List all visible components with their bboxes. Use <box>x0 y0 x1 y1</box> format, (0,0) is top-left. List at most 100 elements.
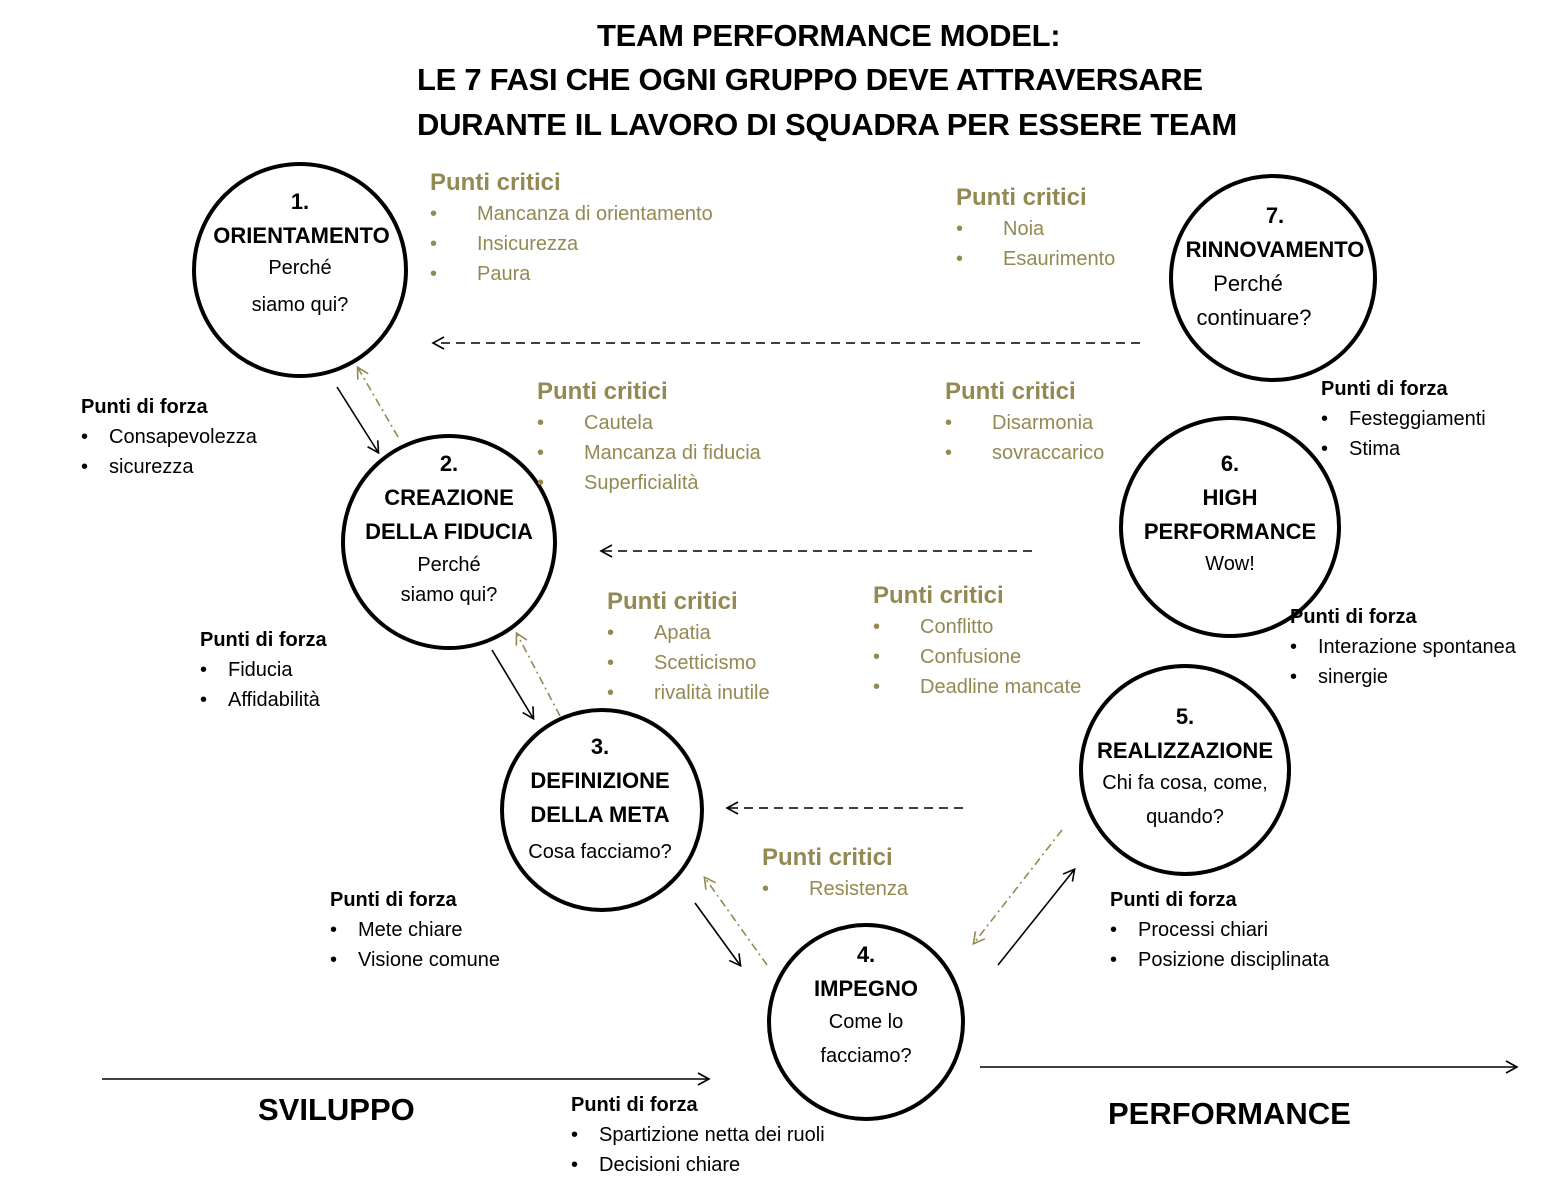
list-item: Posizione disciplinata <box>1110 945 1329 975</box>
list-item: sinergie <box>1290 662 1516 692</box>
performance-label: PERFORMANCE <box>1108 1096 1351 1131</box>
list-item: Confusione <box>873 642 1081 672</box>
list-item: Esaurimento <box>956 244 1115 274</box>
stage-5-circle <box>1079 664 1291 876</box>
return-arrow-2-to-1 <box>356 365 399 438</box>
stage-number: 1. <box>290 189 310 214</box>
critici-list: Resistenza <box>762 874 908 904</box>
stage-name: RINNOVAMENTO <box>1185 237 1365 262</box>
critici-stage-6: Punti critici Disarmonia sovraccarico <box>945 376 1104 468</box>
critici-heading: Punti critici <box>430 169 561 196</box>
arrow-3-to-4 <box>694 902 742 968</box>
arrow-2-to-3 <box>491 649 535 721</box>
forza-list: Spartizione netta dei ruoli Decisioni ch… <box>571 1120 825 1180</box>
critici-stage-5: Punti critici Conflitto Confusione Deadl… <box>873 580 1081 702</box>
stage-3-circle <box>500 708 704 912</box>
list-item: sicurezza <box>81 452 257 482</box>
forza-heading: Punti di forza <box>1321 378 1448 400</box>
forza-list: Consapevolezza sicurezza <box>81 422 257 482</box>
critici-list: Mancanza di orientamento Insicurezza Pau… <box>430 199 713 289</box>
critici-stage-7: Punti critici Noia Esaurimento <box>956 182 1115 274</box>
critici-list: Noia Esaurimento <box>956 214 1115 274</box>
return-arrow-3-to-2 <box>515 631 561 717</box>
stage-question: siamo qui? <box>400 584 498 606</box>
stage-name: PERFORMANCE <box>1143 519 1317 544</box>
list-item: Stima <box>1321 434 1486 464</box>
forza-stage-1: Punti di forza Consapevolezza sicurezza <box>81 392 257 482</box>
list-item: rivalità inutile <box>607 678 770 708</box>
stage-name: REALIZZAZIONE <box>1097 738 1273 763</box>
critici-heading: Punti critici <box>537 378 668 405</box>
list-item: Paura <box>430 259 713 289</box>
stage-name: CREAZIONE <box>384 485 514 510</box>
list-item: Consapevolezza <box>81 422 257 452</box>
list-item: Cautela <box>537 408 761 438</box>
list-item: Mancanza di fiducia <box>537 438 761 468</box>
critici-list: Apatia Scetticismo rivalità inutile <box>607 618 770 708</box>
list-item: Processi chiari <box>1110 915 1329 945</box>
stage-3-label: 3. DEFINIZIONE DELLA META Cosa facciamo? <box>500 730 700 872</box>
list-item: Scetticismo <box>607 648 770 678</box>
forza-heading: Punti di forza <box>1110 889 1237 911</box>
forza-stage-2: Punti di forza Fiducia Affidabilità <box>200 625 327 715</box>
forza-stage-4: Punti di forza Spartizione netta dei ruo… <box>571 1090 825 1180</box>
critici-heading: Punti critici <box>956 184 1087 211</box>
critici-stage-4: Punti critici Resistenza <box>762 842 908 904</box>
stage-name: DEFINIZIONE <box>530 768 670 793</box>
forza-stage-3: Punti di forza Mete chiare Visione comun… <box>330 885 500 975</box>
stage-1-label: 1. ORIENTAMENTO Perché siamo qui? <box>200 185 400 327</box>
list-item: Noia <box>956 214 1115 244</box>
return-arrow-5-to-4 <box>972 829 1063 946</box>
list-item: Deadline mancate <box>873 672 1081 702</box>
list-item: Decisioni chiare <box>571 1150 825 1180</box>
stage-number: 2. <box>439 451 459 476</box>
stage-question: Perché <box>268 257 332 279</box>
list-item: Festeggiamenti <box>1321 404 1486 434</box>
arrow-1-to-2 <box>336 386 380 455</box>
stage-name: DELLA FIDUCIA <box>365 519 533 544</box>
list-item: Resistenza <box>762 874 908 904</box>
stage-question: facciamo? <box>820 1045 912 1067</box>
critici-heading: Punti critici <box>945 378 1076 405</box>
list-item: Insicurezza <box>430 229 713 259</box>
stage-question: continuare? <box>1196 305 1312 330</box>
stage-name: DELLA META <box>530 802 670 827</box>
forza-heading: Punti di forza <box>330 889 457 911</box>
stage-question: Come lo <box>828 1011 904 1033</box>
arrow-4-to-5 <box>997 867 1076 966</box>
list-item: sovraccarico <box>945 438 1104 468</box>
forza-heading: Punti di forza <box>1290 606 1417 628</box>
stage-question: quando? <box>1146 806 1224 828</box>
list-item: Mancanza di orientamento <box>430 199 713 229</box>
list-item: Conflitto <box>873 612 1081 642</box>
critici-stage-1: Punti critici Mancanza di orientamento I… <box>430 167 713 289</box>
critici-heading: Punti critici <box>873 582 1004 609</box>
stage-number: 4. <box>856 942 876 967</box>
stage-name: ORIENTAMENTO <box>213 223 390 248</box>
stage-question: Perché <box>417 554 481 576</box>
stage-question: Chi fa cosa, come, <box>1102 772 1268 794</box>
forza-list: Festeggiamenti Stima <box>1321 404 1486 464</box>
sviluppo-label: SVILUPPO <box>258 1092 415 1127</box>
critici-list: Cautela Mancanza di fiducia Superficiali… <box>537 408 761 498</box>
forza-heading: Punti di forza <box>571 1094 698 1116</box>
forza-stage-7: Punti di forza Festeggiamenti Stima <box>1321 374 1486 464</box>
forza-list: Fiducia Affidabilità <box>200 655 327 715</box>
list-item: Disarmonia <box>945 408 1104 438</box>
forza-heading: Punti di forza <box>81 396 208 418</box>
forza-stage-5: Punti di forza Processi chiari Posizione… <box>1110 885 1329 975</box>
title-line-3: DURANTE IL LAVORO DI SQUADRA PER ESSERE … <box>417 107 1237 142</box>
stage-number: 6. <box>1220 451 1240 476</box>
list-item: Interazione spontanea <box>1290 632 1516 662</box>
stage-number: 5. <box>1175 704 1195 729</box>
title-line-1: TEAM PERFORMANCE MODEL: <box>597 18 1061 53</box>
stage-6-circle <box>1119 416 1341 638</box>
stage-4-label: 4. IMPEGNO Come lo facciamo? <box>766 938 966 1074</box>
stage-question: Wow! <box>1205 553 1255 575</box>
critici-list: Disarmonia sovraccarico <box>945 408 1104 468</box>
stage-5-label: 5. REALIZZAZIONE Chi fa cosa, come, quan… <box>1075 700 1295 836</box>
stage-7-circle <box>1169 174 1377 382</box>
critici-heading: Punti critici <box>607 588 738 615</box>
list-item: Mete chiare <box>330 915 500 945</box>
